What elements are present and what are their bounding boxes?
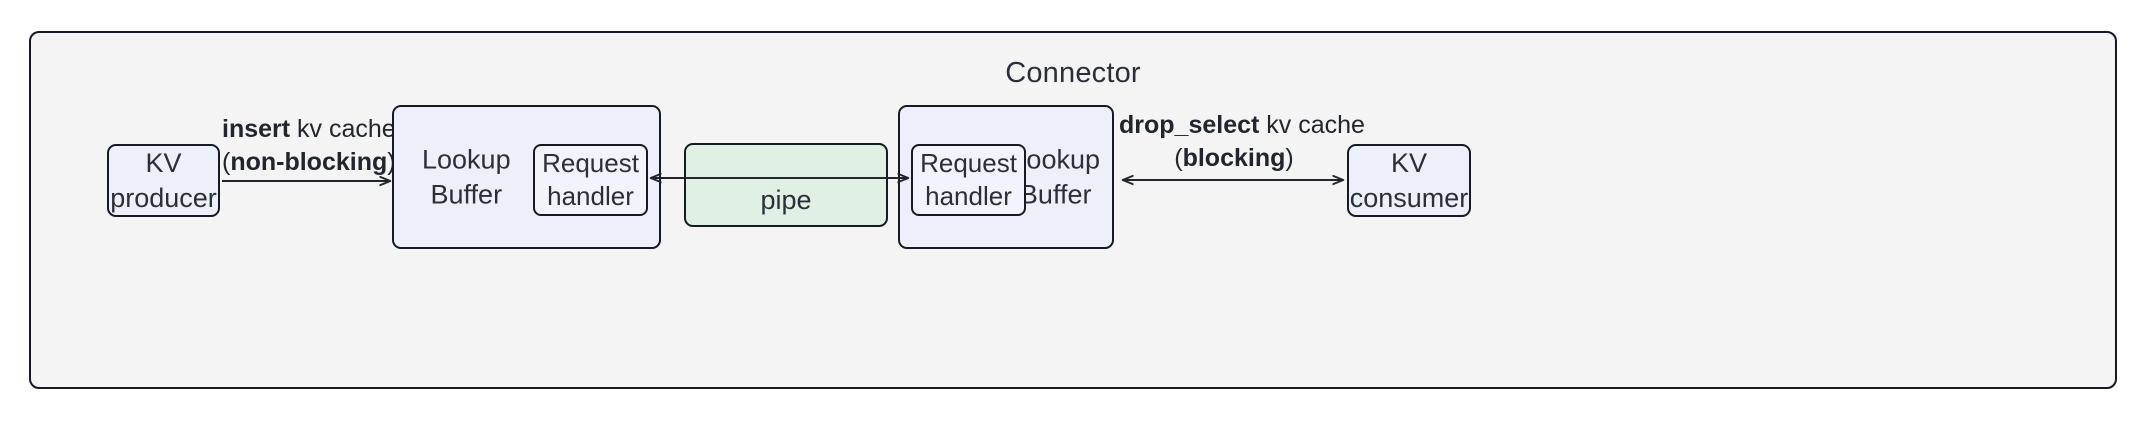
edge-label-drop-select: drop_select kv cache (blocking)	[1119, 109, 1365, 175]
kv-consumer-label-line2: consumer	[1349, 182, 1469, 213]
lookup-buffer-left-label: Lookup Buffer	[422, 142, 511, 211]
edge-label-insert-close-paren: )	[387, 148, 395, 176]
kv-producer-label: KV producer	[110, 146, 217, 215]
lookup-buffer-right-label-line1: Lookup	[1011, 144, 1100, 175]
request-handler-left-node[interactable]: Request handler	[533, 144, 648, 216]
edge-label-drop-select-mode: blocking	[1182, 144, 1286, 172]
request-handler-right-label-line1: Request	[920, 147, 1017, 178]
kv-consumer-label: KV consumer	[1350, 146, 1469, 215]
lookup-buffer-left-label-line1: Lookup	[422, 144, 511, 175]
request-handler-left-label-line1: Request	[542, 147, 639, 178]
edge-label-insert-plain: kv cache	[290, 115, 396, 143]
edge-label-insert: insert kv cache (non-blocking)	[222, 113, 396, 179]
request-handler-right-label-line2: handler	[925, 181, 1012, 211]
lookup-buffer-right-node[interactable]: Lookup Buffer Request handler	[898, 105, 1114, 249]
request-handler-left-label-line2: handler	[547, 181, 634, 211]
lookup-buffer-left-label-line2: Buffer	[430, 179, 503, 209]
request-handler-left-label: Request handler	[542, 147, 639, 214]
lookup-buffer-right-label-line2: Buffer	[1019, 179, 1092, 209]
edge-label-drop-select-close-paren: )	[1285, 144, 1294, 172]
edge-label-insert-open-paren: (	[222, 148, 231, 176]
request-handler-right-node[interactable]: Request handler	[911, 144, 1026, 216]
lookup-buffer-right-label: Lookup Buffer	[1011, 142, 1100, 211]
pipe-label: pipe	[760, 185, 812, 216]
edge-label-insert-line1: insert kv cache	[222, 113, 396, 146]
edge-label-insert-bold: insert	[222, 115, 291, 143]
edge-label-insert-mode: non-blocking	[230, 148, 388, 176]
edge-label-insert-line2: (non-blocking)	[222, 146, 396, 179]
edge-label-drop-select-bold: drop_select	[1119, 111, 1260, 139]
kv-producer-label-line1: KV	[145, 147, 182, 178]
pipe-node[interactable]: pipe	[684, 143, 888, 227]
connector-title: Connector	[1005, 57, 1141, 89]
edge-label-drop-select-line2: (blocking)	[1119, 142, 1349, 175]
kv-consumer-label-line1: KV	[1390, 147, 1427, 178]
lookup-buffer-left-node[interactable]: Lookup Buffer Request handler	[392, 105, 661, 249]
edge-label-drop-select-plain: kv cache	[1259, 111, 1365, 139]
kv-producer-node[interactable]: KV producer	[107, 144, 220, 217]
request-handler-right-label: Request handler	[920, 147, 1017, 214]
kv-consumer-node[interactable]: KV consumer	[1347, 144, 1471, 217]
edge-label-drop-select-open-paren: (	[1174, 144, 1183, 172]
edge-label-drop-select-line1: drop_select kv cache	[1119, 109, 1365, 142]
kv-producer-label-line2: producer	[110, 182, 217, 213]
